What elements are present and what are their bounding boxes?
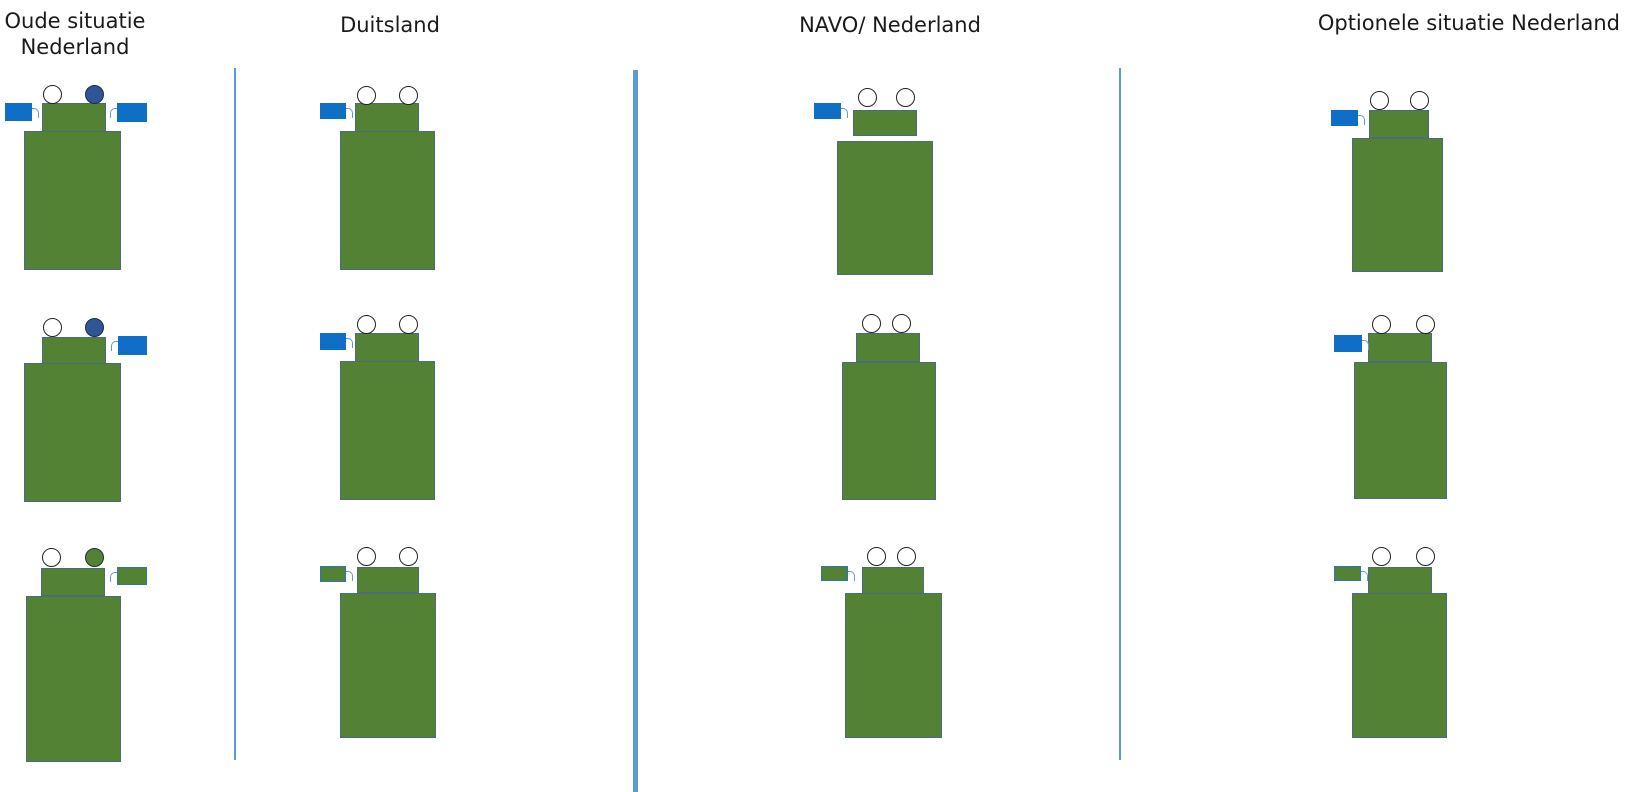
- optionele-situatie-row-1-vehicle-body: [1352, 138, 1443, 272]
- duitsland-row-3-circle-icon-1: [357, 547, 376, 566]
- navo-nederland-row-1-circle-icon-1: [858, 88, 877, 107]
- optionele-situatie-row-2-vehicle-body: [1354, 362, 1447, 499]
- column-divider-2: [633, 70, 638, 792]
- duitsland-row-1-circle-icon-1: [357, 86, 376, 105]
- navo-nederland-row-3-circle-icon-2: [897, 547, 916, 566]
- oude-situatie-row-3-right-green-flag-icon: [117, 567, 147, 585]
- duitsland-row-2-circle-icon-2: [399, 315, 418, 334]
- duitsland-row-3-vehicle-turret: [357, 567, 419, 593]
- optionele-situatie-row-1-left-connector-icon: [1358, 115, 1365, 125]
- optionele-situatie-row-3-left-green-flag-icon: [1334, 566, 1361, 581]
- oude-situatie-row-2-vehicle-body: [24, 363, 121, 502]
- oude-situatie-row-2-right-connector-icon: [111, 341, 118, 351]
- navo-nederland-row-1-vehicle-body: [837, 141, 933, 275]
- oude-situatie-row-3-vehicle-body: [26, 596, 121, 762]
- optionele-situatie-row-2-left-blue-flag-icon: [1334, 335, 1362, 352]
- oude-situatie-row-3-circle-icon-2: [85, 548, 104, 567]
- oude-situatie-row-1-right-blue-flag-icon: [117, 103, 147, 122]
- navo-nederland-row-3-circle-icon-1: [867, 547, 886, 566]
- oude-situatie-row-1-right-connector-icon: [110, 108, 117, 118]
- duitsland-row-1-vehicle-turret: [355, 103, 419, 132]
- column-title-optionele-situatie: Optionele situatie Nederland: [1317, 11, 1620, 35]
- navo-nederland-row-3-left-green-flag-icon: [821, 566, 848, 581]
- optionele-situatie-row-3-circle-icon-1: [1372, 547, 1391, 566]
- oude-situatie-row-3-right-connector-icon: [110, 572, 117, 582]
- duitsland-row-2-vehicle-body: [340, 361, 435, 500]
- oude-situatie-row-1-circle-icon-2: [85, 85, 104, 104]
- optionele-situatie-row-1-circle-icon-2: [1410, 91, 1429, 110]
- duitsland-row-1-left-connector-icon: [346, 108, 353, 118]
- oude-situatie-row-1-left-connector-icon: [32, 108, 39, 118]
- duitsland-row-1-circle-icon-2: [399, 86, 418, 105]
- column-title-navo-nederland: NAVO/ Nederland: [799, 13, 981, 37]
- optionele-situatie-row-2-circle-icon-2: [1416, 315, 1435, 334]
- duitsland-row-2-vehicle-turret: [355, 333, 419, 362]
- oude-situatie-row-2-circle-icon-2: [85, 318, 104, 337]
- optionele-situatie-row-1-circle-icon-1: [1370, 91, 1389, 110]
- column-divider-3: [1119, 68, 1121, 760]
- oude-situatie-row-2-right-blue-flag-icon: [118, 336, 147, 355]
- navo-nederland-row-1-circle-icon-2: [896, 88, 915, 107]
- duitsland-row-3-vehicle-body: [340, 593, 436, 738]
- navo-nederland-row-2-vehicle-body: [842, 362, 936, 500]
- optionele-situatie-row-3-circle-icon-2: [1416, 547, 1435, 566]
- oude-situatie-row-3-vehicle-turret: [41, 568, 105, 596]
- oude-situatie-row-3-circle-icon-1: [42, 548, 61, 567]
- oude-situatie-row-1-vehicle-turret: [42, 103, 106, 132]
- navo-nederland-row-1-left-blue-flag-icon: [814, 103, 841, 119]
- optionele-situatie-row-2-vehicle-turret: [1368, 333, 1432, 362]
- navo-nederland-row-2-vehicle-turret: [856, 333, 920, 362]
- duitsland-row-1-left-blue-flag-icon: [320, 103, 346, 119]
- optionele-situatie-row-2-circle-icon-1: [1372, 315, 1391, 334]
- navo-nederland-row-3-vehicle-body: [845, 593, 942, 738]
- duitsland-row-1-vehicle-body: [340, 131, 435, 270]
- oude-situatie-row-2-circle-icon-1: [43, 318, 62, 337]
- oude-situatie-row-2-vehicle-turret: [42, 337, 106, 364]
- optionele-situatie-row-1-left-blue-flag-icon: [1331, 110, 1358, 126]
- optionele-situatie-row-3-left-connector-icon: [1361, 571, 1368, 581]
- duitsland-row-3-circle-icon-2: [399, 547, 418, 566]
- navo-nederland-row-3-vehicle-turret: [862, 567, 924, 594]
- optionele-situatie-row-3-vehicle-turret: [1368, 567, 1432, 594]
- duitsland-row-2-left-blue-flag-icon: [320, 333, 346, 350]
- optionele-situatie-row-2-left-connector-icon: [1362, 340, 1369, 350]
- navo-nederland-row-1-vehicle-turret: [853, 110, 917, 136]
- column-title-oude-situatie: Oude situatie Nederland: [4, 9, 146, 59]
- duitsland-row-3-left-connector-icon: [346, 571, 353, 581]
- optionele-situatie-row-3-vehicle-body: [1352, 593, 1447, 738]
- navo-nederland-row-3-left-connector-icon: [848, 571, 855, 581]
- oude-situatie-row-1-left-blue-flag-icon: [5, 103, 32, 121]
- navo-nederland-row-2-circle-icon-1: [862, 314, 881, 333]
- navo-nederland-row-2-circle-icon-2: [892, 314, 911, 333]
- optionele-situatie-row-1-vehicle-turret: [1369, 110, 1429, 138]
- column-title-duitsland: Duitsland: [340, 13, 440, 37]
- navo-nederland-row-1-left-connector-icon: [841, 108, 848, 118]
- duitsland-row-2-left-connector-icon: [346, 338, 353, 348]
- duitsland-row-3-left-green-flag-icon: [320, 566, 346, 582]
- column-divider-1: [234, 68, 236, 760]
- oude-situatie-row-1-vehicle-body: [24, 131, 121, 270]
- duitsland-row-2-circle-icon-1: [357, 315, 376, 334]
- oude-situatie-row-1-circle-icon-1: [43, 85, 62, 104]
